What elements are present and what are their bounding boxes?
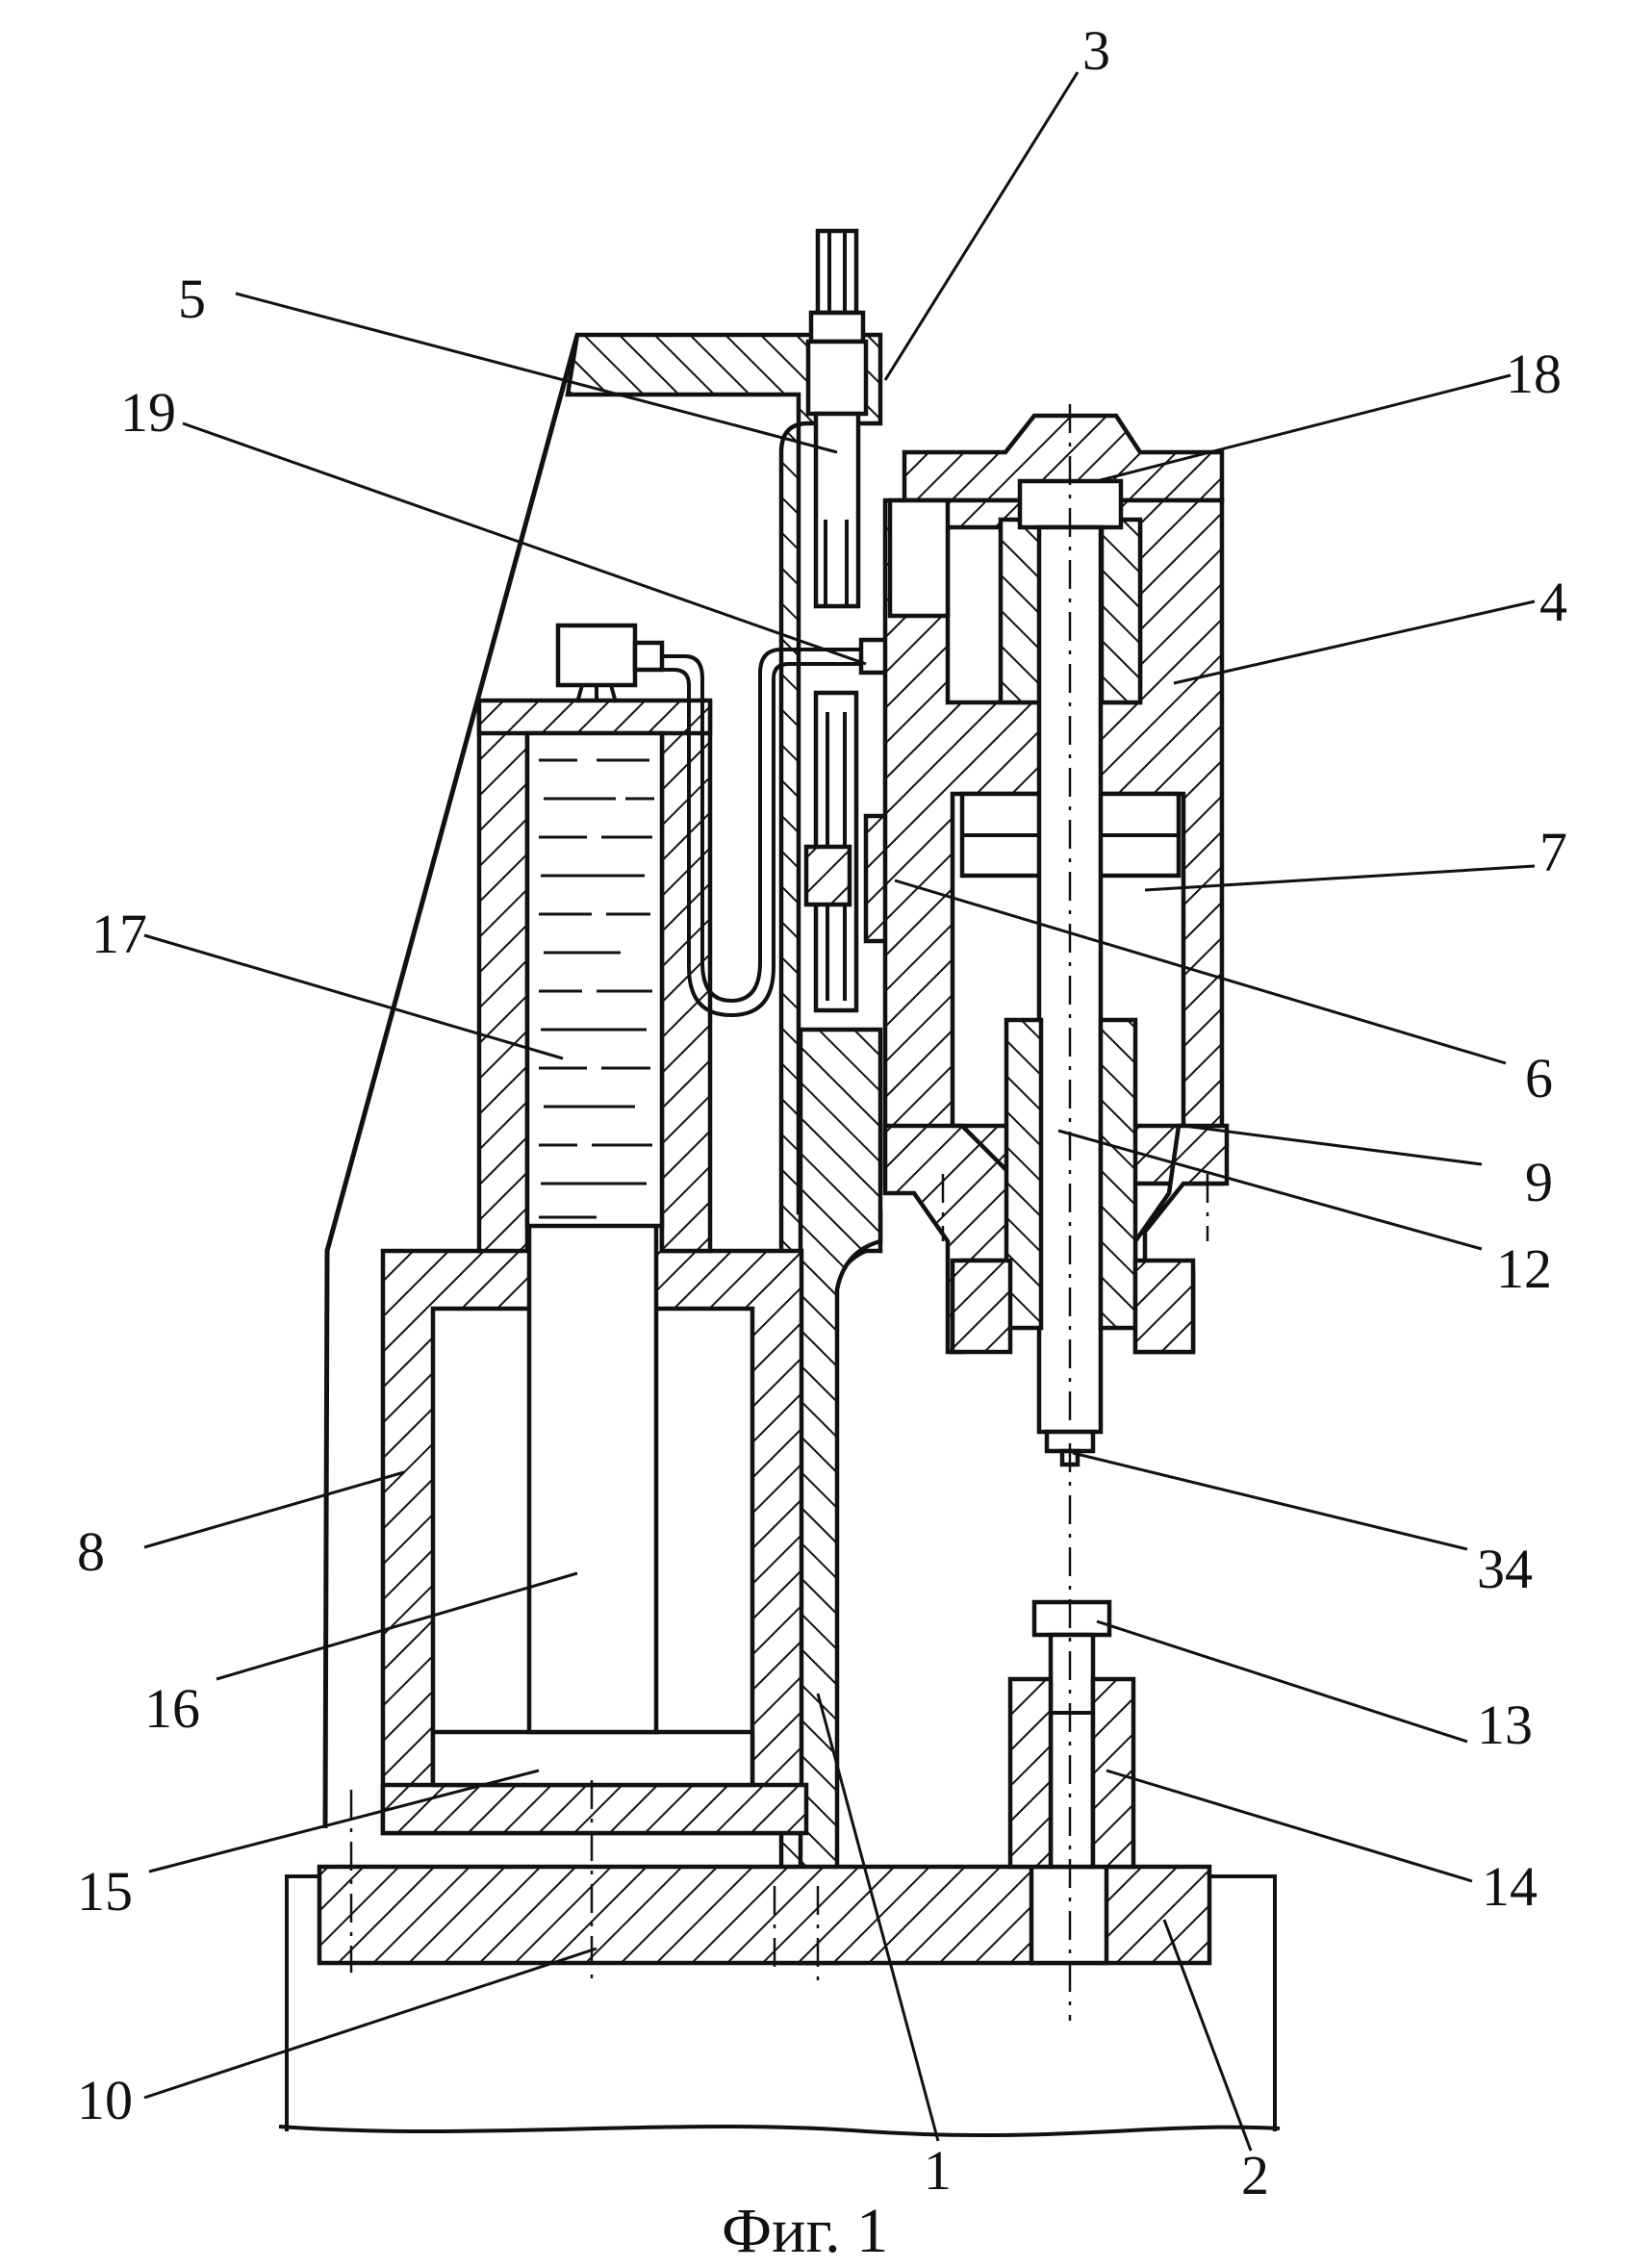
label-4: 4 — [1539, 571, 1567, 633]
label-17: 17 — [91, 903, 147, 965]
anvil — [1007, 1599, 1136, 1870]
label-7: 7 — [1539, 821, 1567, 883]
label-6: 6 — [1525, 1047, 1553, 1109]
label-5: 5 — [178, 268, 206, 330]
top-screw — [805, 228, 869, 609]
label-13: 13 — [1477, 1694, 1533, 1756]
liquid-lines — [539, 758, 654, 1219]
figure-caption: Фиг. 1 — [722, 2196, 888, 2266]
lower-housing — [882, 1017, 1230, 1467]
label-18: 18 — [1506, 343, 1562, 405]
label-19: 19 — [120, 381, 176, 444]
label-2: 2 — [1241, 2144, 1269, 2206]
label-1: 1 — [924, 2139, 952, 2202]
base-plate — [278, 1864, 1281, 2138]
label-9: 9 — [1525, 1151, 1553, 1213]
label-34: 34 — [1477, 1538, 1533, 1600]
label-10: 10 — [77, 2069, 133, 2131]
center-axes — [349, 404, 1209, 2021]
part-labels: 3 5 18 19 4 7 17 6 9 12 8 34 16 13 15 14… — [77, 19, 1567, 2206]
label-8: 8 — [77, 1520, 105, 1583]
lower-cylinder — [380, 1190, 809, 1836]
label-16: 16 — [144, 1677, 200, 1740]
label-3: 3 — [1082, 19, 1110, 82]
label-12: 12 — [1496, 1237, 1552, 1300]
label-15: 15 — [77, 1860, 133, 1923]
leader-lines — [143, 71, 1536, 2152]
label-14: 14 — [1482, 1855, 1538, 1918]
reservoir — [476, 623, 713, 1254]
